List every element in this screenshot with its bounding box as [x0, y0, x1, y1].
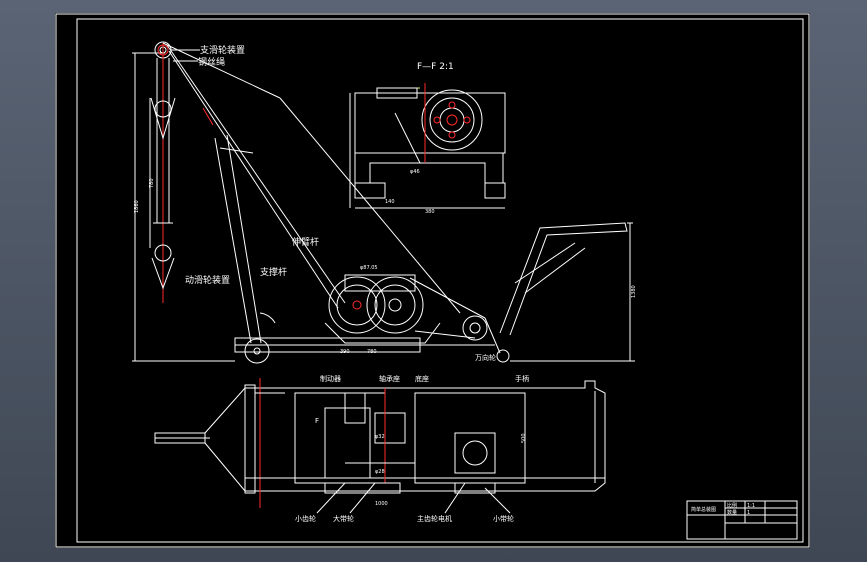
section-view-ff: F—F 2:1 140 380 φ46 [349, 62, 506, 215]
svg-text:φ46: φ46 [410, 169, 420, 175]
svg-text:1860: 1860 [134, 200, 140, 213]
front-wheel [244, 338, 270, 364]
title-scale-label: 比例 [727, 502, 737, 509]
bearing-seat [374, 412, 406, 444]
svg-text:1380: 1380 [631, 285, 637, 298]
front-axle [244, 384, 256, 494]
label-view-f: F [315, 417, 319, 425]
label-telescopic-rod: 伸臂杆 [292, 236, 319, 248]
title-sheet-label: 数量 [727, 509, 737, 516]
section-title: F—F 2:1 [417, 62, 454, 72]
label-small-belt-wheel: 小带轮 [493, 514, 514, 523]
label-motor: 主齿轮电机 [417, 514, 452, 523]
label-bearing-seat: 轴承座 [379, 374, 400, 383]
svg-text:φ28: φ28 [375, 469, 385, 475]
label-fixed-pulley: 支滑轮装置 [200, 44, 245, 56]
drawing-canvas: 1860 780 390 780 1380 φ87.05 支滑轮装置 钢丝绳 动… [55, 13, 810, 548]
label-small-pulley: 小齿轮 [295, 514, 316, 523]
title-block: 简单总装图 比例 1:1 数量 1 [686, 500, 798, 540]
label-big-pulley: 大带轮 [333, 514, 354, 523]
title-sheet-value: 1 [747, 510, 750, 516]
label-brake: 制动器 [320, 374, 341, 383]
svg-text:φ87.05: φ87.05 [360, 265, 378, 271]
svg-text:φ32: φ32 [375, 434, 385, 440]
label-movable-pulley: 动滑轮装置 [185, 274, 230, 286]
top-view: 1000 500 φ32 φ28 [154, 378, 606, 508]
svg-text:780: 780 [149, 178, 155, 188]
outer-frame [55, 13, 810, 548]
label-base: 底座 [415, 374, 429, 383]
small-belt-wheel [462, 315, 488, 341]
inner-frame [76, 18, 804, 543]
front-view: 1860 780 390 780 1380 φ87.05 [132, 41, 637, 364]
label-handle: 手柄 [515, 374, 529, 383]
caster-wheel [496, 349, 510, 363]
svg-text:780: 780 [367, 349, 377, 355]
svg-text:140: 140 [385, 199, 395, 205]
label-support-rod: 支撑杆 [260, 266, 287, 278]
title-scale-value: 1:1 [747, 503, 755, 509]
label-wire-rope: 钢丝绳 [198, 56, 225, 68]
label-caster: 万向轮 [475, 353, 496, 362]
big-drum [328, 276, 386, 334]
motor [454, 432, 496, 474]
svg-text:1000: 1000 [375, 501, 388, 507]
section-drum [421, 89, 483, 151]
title-drawing-name: 简单总装图 [691, 506, 716, 513]
handle-frame [499, 222, 628, 336]
svg-text:390: 390 [340, 349, 350, 355]
svg-text:380: 380 [425, 209, 435, 215]
movable-pulley [154, 244, 172, 262]
drawing-sheet: 1860 780 390 780 1380 φ87.05 支滑轮装置 钢丝绳 动… [55, 13, 810, 548]
svg-text:500: 500 [521, 433, 527, 443]
